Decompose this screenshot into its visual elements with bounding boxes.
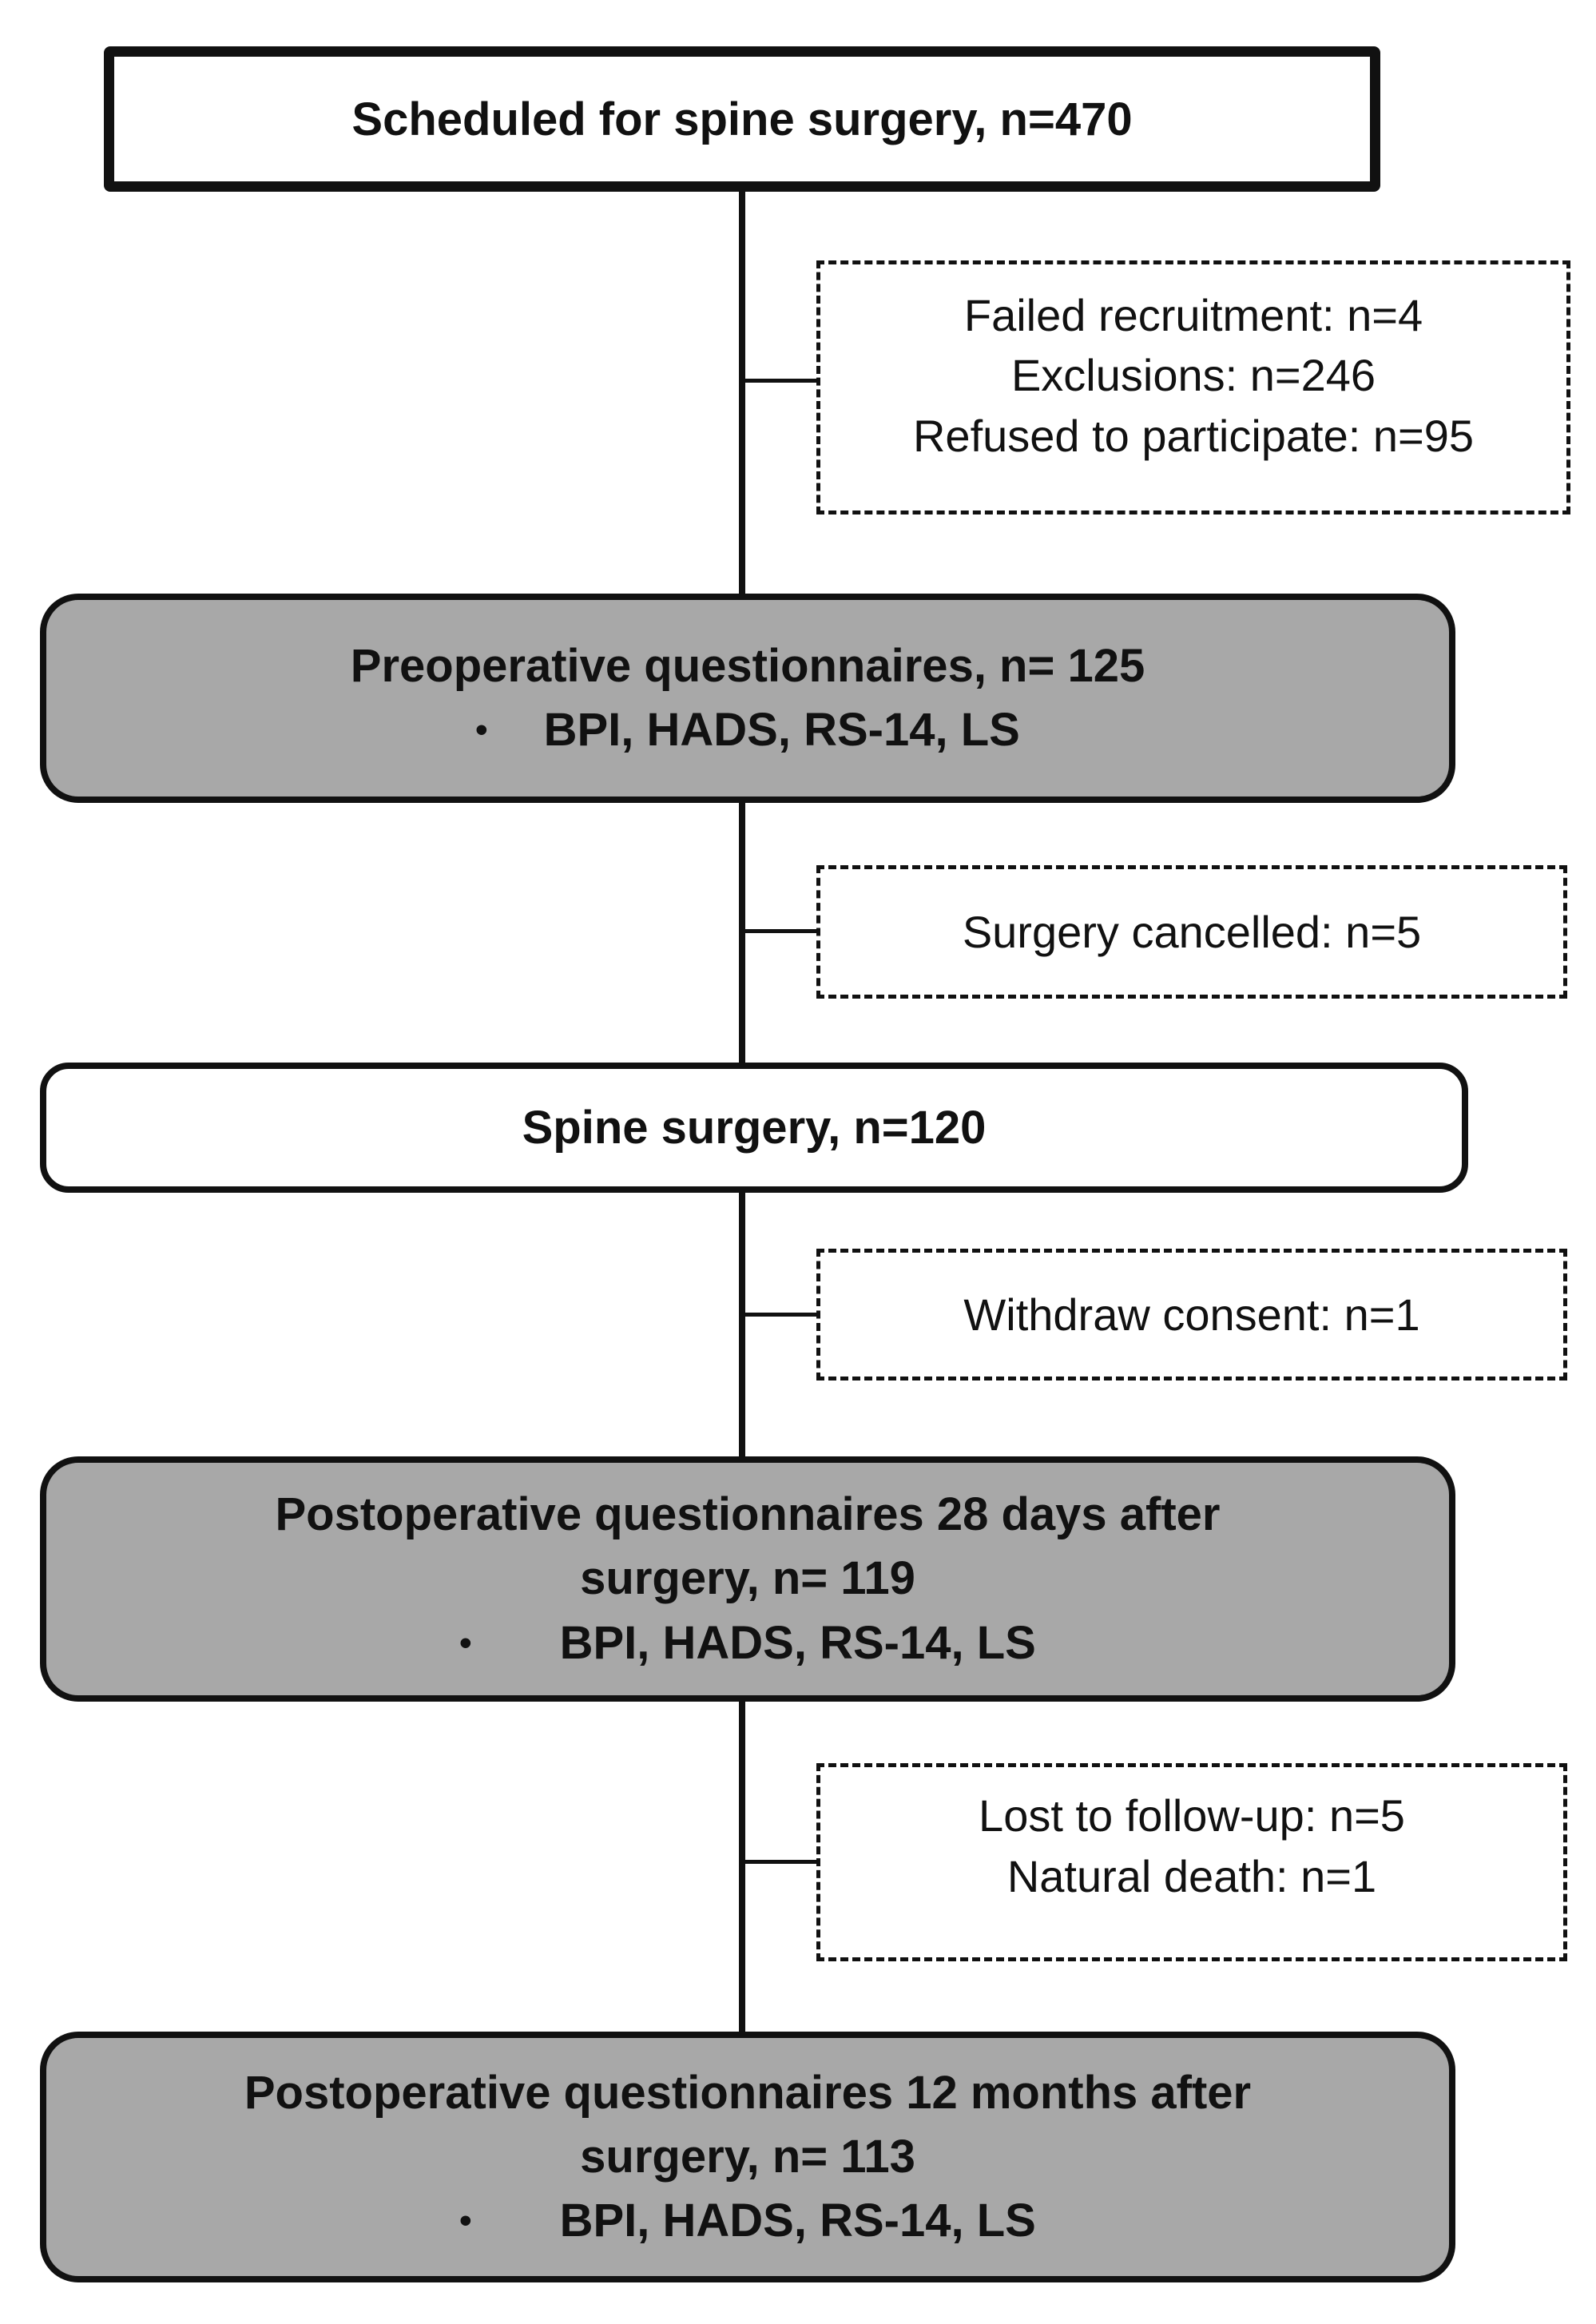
dropout4-line2: Natural death: n=1 xyxy=(1006,1851,1377,1901)
bullet-icon: • xyxy=(475,710,488,750)
postop12-bullet-text: BPI, HADS, RS-14, LS xyxy=(559,2195,1036,2247)
dropout1-line3: Refused to participate: n=95 xyxy=(912,410,1475,461)
postop12-title-line1: Postoperative questionnaires 12 months a… xyxy=(244,2066,1252,2119)
node-postop-28days: Postoperative questionnaires 28 days aft… xyxy=(40,1456,1455,1702)
connector-dropout1 xyxy=(742,379,818,383)
preop-bullet-row: • BPI, HADS, RS-14, LS xyxy=(475,698,1020,762)
postop12-bullet-row: • BPI, HADS, RS-14, LS xyxy=(459,2189,1036,2253)
node-scheduled: Scheduled for spine surgery, n=470 xyxy=(104,46,1380,192)
postop28-title-line2: surgery, n= 119 xyxy=(580,1552,915,1605)
postop28-bullet-text: BPI, HADS, RS-14, LS xyxy=(559,1616,1036,1669)
dropout2-line1: Surgery cancelled: n=5 xyxy=(962,906,1422,957)
bullet-icon: • xyxy=(459,1623,472,1663)
node-spine-surgery: Spine surgery, n=120 xyxy=(40,1063,1468,1193)
node-dropout-withdraw: Withdraw consent: n=1 xyxy=(816,1249,1567,1380)
node-dropout-recruitment: Failed recruitment: n=4 Exclusions: n=24… xyxy=(816,260,1570,514)
dropout3-line1: Withdraw consent: n=1 xyxy=(963,1289,1420,1340)
node-preop-questionnaires: Preoperative questionnaires, n= 125 • BP… xyxy=(40,594,1455,803)
postop12-title-line2: surgery, n= 113 xyxy=(580,2130,915,2183)
postop28-bullet-row: • BPI, HADS, RS-14, LS xyxy=(459,1611,1036,1675)
dropout1-line2: Exclusions: n=246 xyxy=(1010,350,1376,401)
connector-dropout4 xyxy=(742,1860,818,1864)
preop-bullet-text: BPI, HADS, RS-14, LS xyxy=(543,704,1020,756)
node-scheduled-label: Scheduled for spine surgery, n=470 xyxy=(351,93,1133,145)
dropout1-line1: Failed recruitment: n=4 xyxy=(963,289,1423,340)
dropout4-line1: Lost to follow-up: n=5 xyxy=(979,1790,1405,1841)
connector-dropout3 xyxy=(742,1313,818,1317)
postop28-title-line1: Postoperative questionnaires 28 days aft… xyxy=(275,1488,1221,1541)
bullet-icon: • xyxy=(459,2201,472,2241)
connector-dropout2 xyxy=(742,929,818,933)
preop-title: Preoperative questionnaires, n= 125 xyxy=(350,639,1145,692)
node-dropout-followup: Lost to follow-up: n=5 Natural death: n=… xyxy=(816,1763,1567,1961)
surgery-label: Spine surgery, n=120 xyxy=(522,1102,987,1154)
node-dropout-cancelled: Surgery cancelled: n=5 xyxy=(816,865,1567,999)
node-postop-12months: Postoperative questionnaires 12 months a… xyxy=(40,2032,1455,2282)
